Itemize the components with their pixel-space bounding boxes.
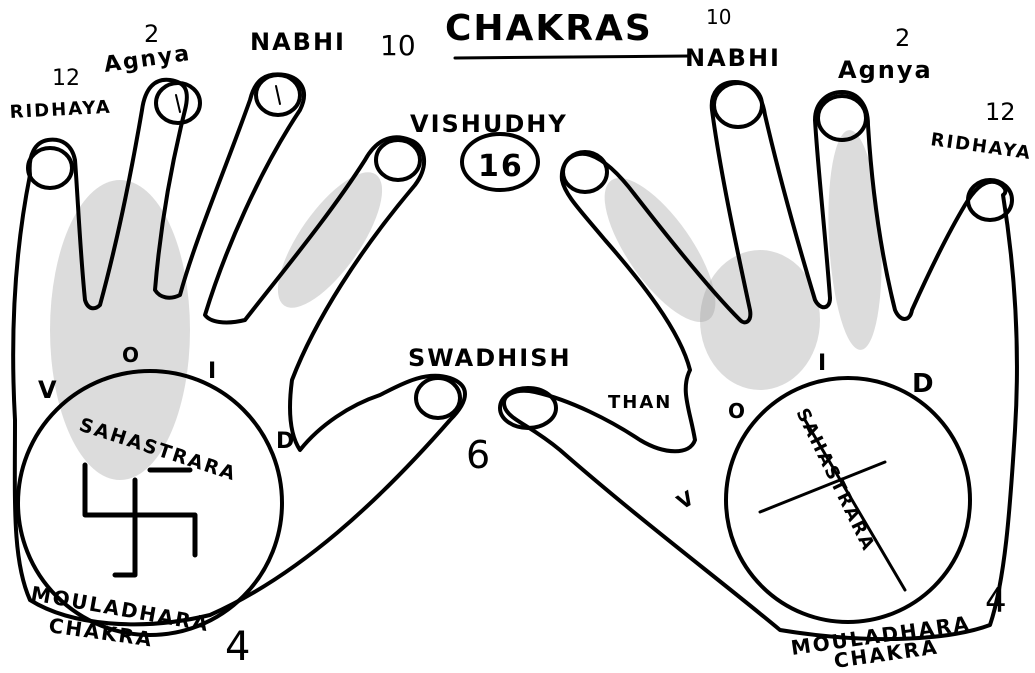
left-nabhi-number: 10	[380, 29, 416, 62]
right-mouladhara-number: 4	[985, 581, 1007, 621]
right-void-letter-v: V	[673, 485, 700, 515]
right-nail-index	[563, 152, 607, 192]
left-nail-pinky	[28, 148, 72, 188]
left-void-letter-o: O	[122, 343, 141, 367]
left-agnya-number: 2	[144, 20, 159, 48]
right-nail-thumb	[500, 388, 556, 428]
left-hand	[13, 74, 465, 635]
right-ridhaya-label: RIDHAYA	[929, 129, 1033, 164]
left-nail-ring-mark	[176, 95, 180, 112]
left-mouladhara-number: 4	[225, 624, 250, 670]
than-label: THAN	[608, 392, 672, 413]
vishudhy-number: 16	[478, 149, 524, 184]
left-thumb-shading	[260, 157, 401, 322]
left-ridhaya-number: 12	[52, 66, 80, 91]
left-void-letter-d: D	[276, 429, 296, 454]
right-nabhi-number: 10	[706, 5, 731, 29]
right-agnya-label: Agnya	[838, 56, 933, 84]
left-void-letter-i: I	[208, 359, 218, 384]
right-sahastrara-label: SAHASTRARA	[792, 405, 880, 555]
left-nail-thumb	[416, 378, 460, 418]
right-nail-ring	[818, 96, 866, 140]
right-finger-shading	[823, 129, 886, 351]
right-agnya-number: 2	[895, 24, 910, 52]
left-ridhaya-label: RIDHAYA	[9, 97, 112, 123]
title-group: CHAKRAS	[445, 8, 690, 58]
right-void-letter-i: I	[818, 351, 828, 376]
right-void-letter-o: O	[728, 399, 747, 423]
right-ridhaya-number: 12	[985, 98, 1016, 126]
right-hand	[500, 82, 1017, 639]
left-nail-middle-mark	[276, 86, 280, 104]
right-void-letter-d: D	[912, 369, 936, 399]
left-swastika-symbol	[85, 465, 195, 575]
right-palm-shading	[700, 250, 820, 390]
left-nail-index	[376, 140, 420, 180]
swadhish-number: 6	[466, 433, 490, 477]
title-underline	[455, 56, 690, 58]
swadhish-label: SWADHISH	[408, 344, 572, 372]
left-agnya-label: Agnya	[102, 41, 192, 78]
right-nabhi-label: NABHI	[685, 44, 781, 72]
left-nabhi-label: NABHI	[250, 28, 346, 56]
right-nail-middle	[714, 83, 762, 127]
left-void-letter-v: V	[38, 376, 59, 404]
diagram-title: CHAKRAS	[445, 8, 653, 49]
